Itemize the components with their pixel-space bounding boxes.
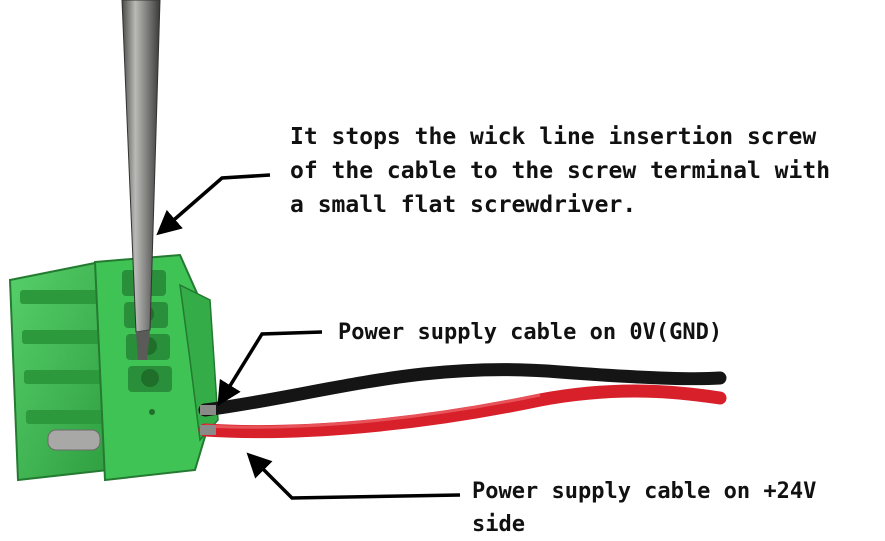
callout-arrows bbox=[156, 173, 461, 500]
screw-terminal-block bbox=[8, 253, 219, 482]
plus24v-callout-line-2: side bbox=[472, 512, 525, 537]
plus24v-cable-callout: Power supply cable on +24V side bbox=[472, 475, 816, 541]
plus24v-callout-line-1: Power supply cable on +24V bbox=[472, 479, 817, 504]
arrow-gnd bbox=[217, 330, 323, 407]
screwdriver-callout-line-3: a small flat screwdriver. bbox=[290, 192, 637, 218]
screwdriver-callout-line-1: It stops the wick line insertion screw bbox=[290, 124, 817, 150]
arrow-24v bbox=[246, 452, 461, 500]
flat-screwdriver bbox=[121, 0, 161, 360]
power-cables bbox=[198, 363, 727, 439]
screwdriver-callout-line-2: of the cable to the screw terminal with bbox=[290, 158, 831, 184]
screwdriver-callout: It stops the wick line insertion screw o… bbox=[290, 120, 830, 222]
gnd-cable-callout: Power supply cable on 0V(GND) bbox=[338, 320, 723, 345]
arrow-screwdriver bbox=[156, 173, 271, 236]
